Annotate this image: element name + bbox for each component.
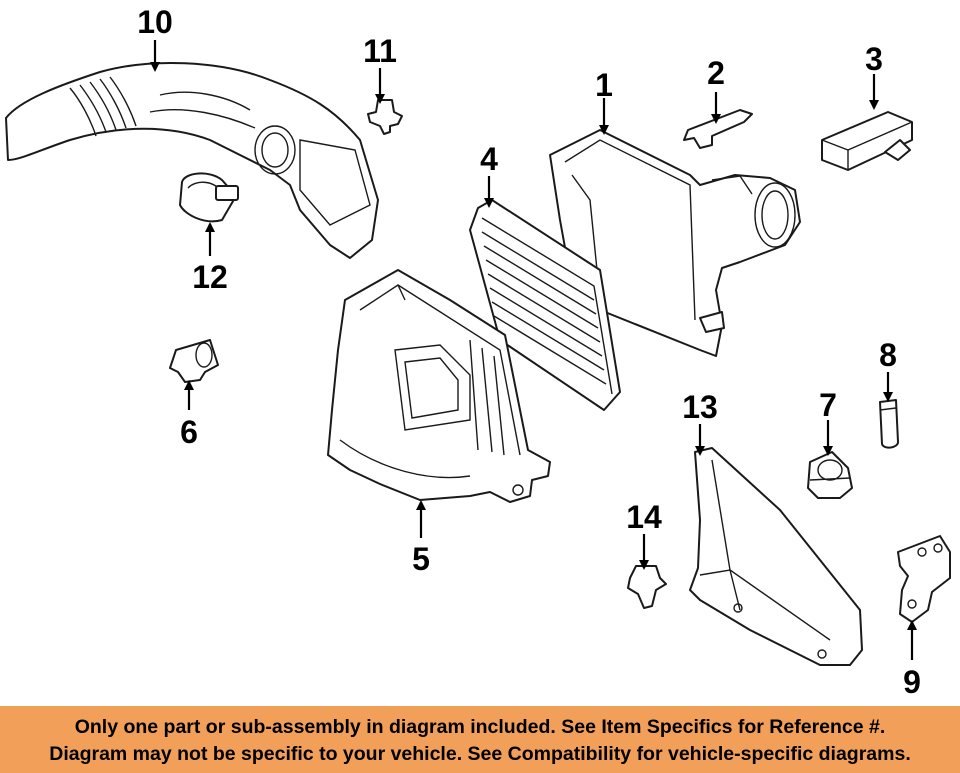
part-9-mounting-bracket[interactable]	[897, 535, 951, 623]
part-11-push-clip[interactable]	[367, 99, 403, 135]
callout-13: 13	[682, 389, 718, 425]
part-2-bracket[interactable]	[683, 109, 753, 149]
part-12-hose-clamp[interactable]	[179, 172, 239, 223]
part-6-grommet[interactable]	[169, 339, 219, 383]
callout-14: 14	[626, 499, 662, 535]
callout-4: 4	[480, 141, 498, 177]
parts-diagram: 1 2 3 4 5 6 7 8 9 10 11 12 13 14	[5, 4, 951, 700]
disclaimer-banner: Only one part or sub-assembly in diagram…	[0, 706, 960, 773]
part-1-upper-housing[interactable]	[549, 129, 801, 357]
part-8-pin[interactable]	[879, 399, 899, 449]
callout-6: 6	[180, 414, 198, 450]
callout-3: 3	[865, 41, 883, 77]
callout-1: 1	[595, 67, 613, 103]
callout-7: 7	[819, 387, 837, 423]
part-3-module[interactable]	[821, 111, 913, 171]
callout-11: 11	[363, 33, 397, 69]
part-4-filter-element[interactable]	[469, 199, 621, 411]
part-5-lower-housing[interactable]	[327, 269, 551, 503]
part-13-air-duct[interactable]	[689, 447, 863, 666]
part-7-grommet[interactable]	[807, 451, 853, 499]
callout-10: 10	[137, 4, 173, 40]
callout-8: 8	[879, 337, 897, 373]
callout-5: 5	[412, 541, 430, 577]
callout-9: 9	[903, 664, 921, 700]
disclaimer-line-1: Only one part or sub-assembly in diagram…	[74, 716, 886, 738]
part-10-intake-duct[interactable]	[5, 61, 379, 259]
callout-12: 12	[192, 259, 228, 295]
part-14-clip[interactable]	[627, 565, 667, 609]
disclaimer-line-2: Diagram may not be specific to your vehi…	[49, 743, 911, 765]
callout-2: 2	[707, 55, 725, 91]
